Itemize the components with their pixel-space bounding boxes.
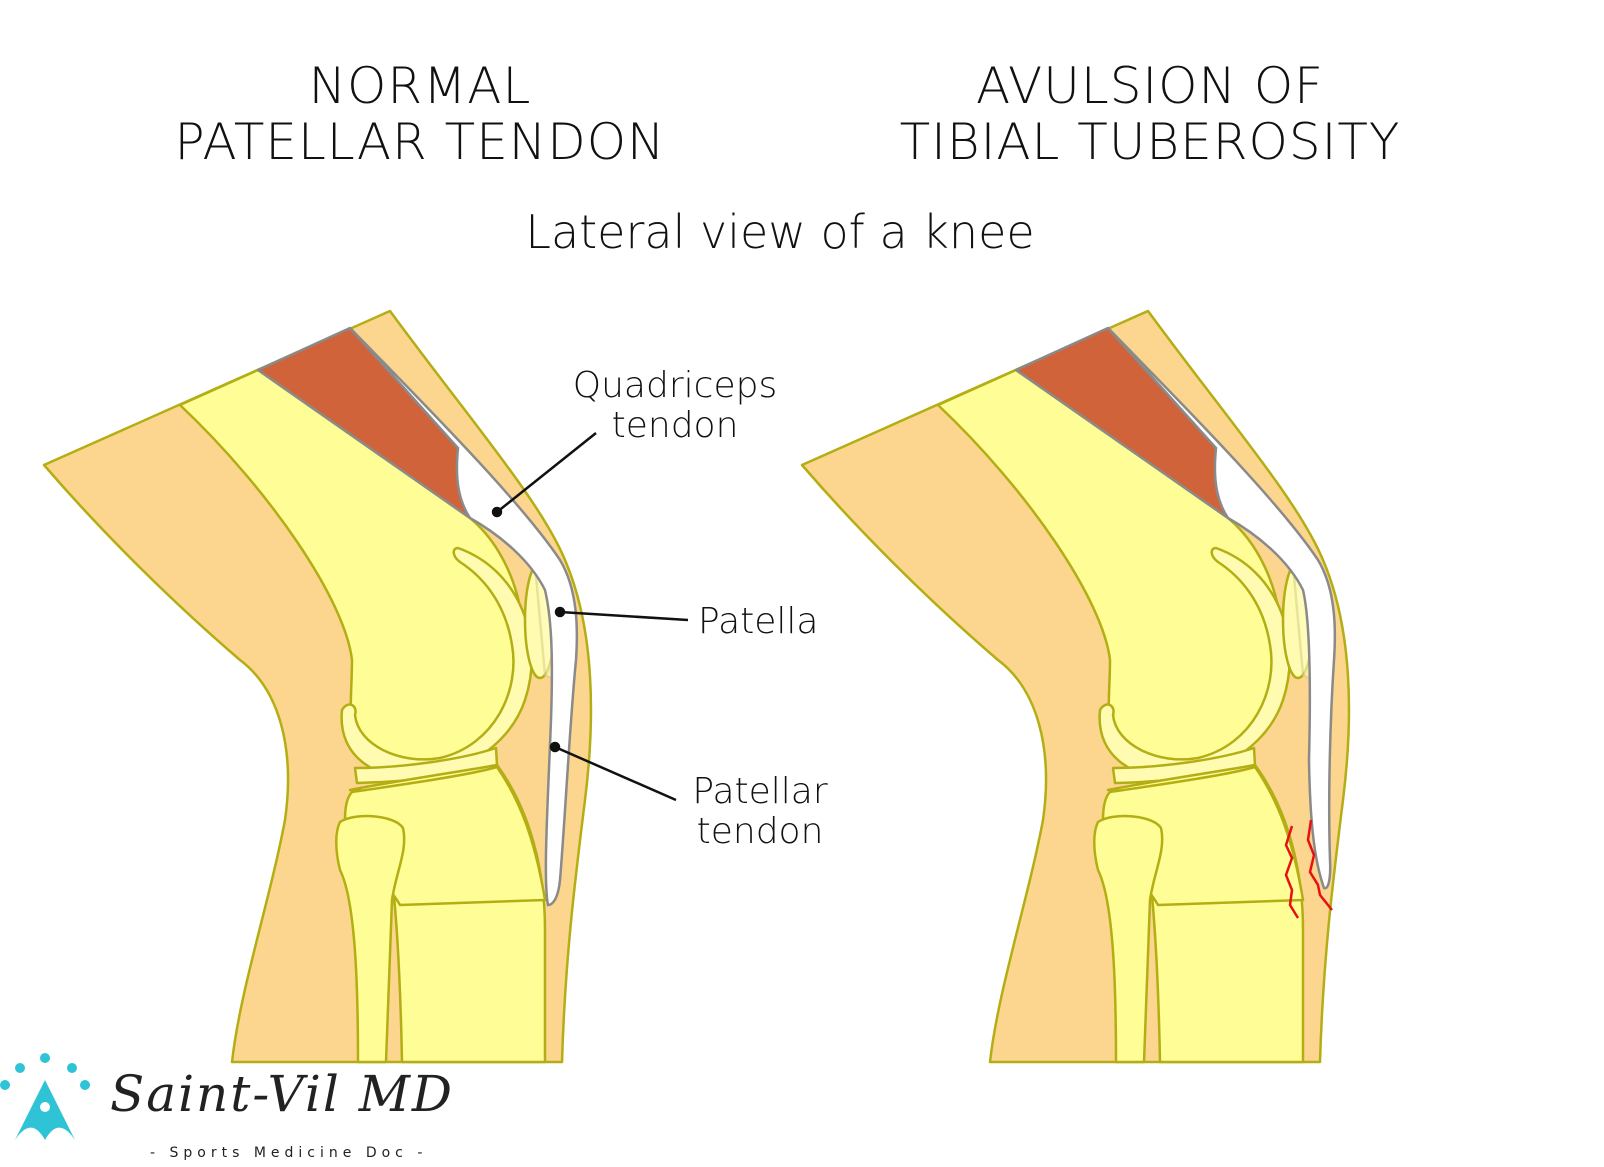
leader-lines [491,432,689,802]
title-avulsion: AVULSION OF TIBIAL TUBEROSITY [880,58,1420,170]
label-patellar-tendon: Patellar tendon [690,772,830,852]
subtitle: Lateral view of a knee [525,205,1035,259]
label-line: tendon [611,405,739,446]
label-line: Patellar [692,771,828,812]
title-line: AVULSION OF [976,57,1324,115]
label-quadriceps-tendon: Quadriceps tendon [570,366,780,446]
title-line: NORMAL [308,57,532,115]
label-patella: Patella [698,601,819,642]
normal-quadriceps-tendon [349,327,579,907]
title-line: PATELLAR TENDON [174,113,666,171]
title-line: TIBIAL TUBEROSITY [899,113,1401,171]
logo-tagline: - Sports Medicine Doc - [150,1145,428,1161]
logo-name: Saint-Vil MD [110,1065,454,1123]
title-normal: NORMAL PATELLAR TENDON [150,58,690,170]
fracture-line [1284,825,1300,919]
label-line: Quadriceps [572,365,778,406]
avulsed-tendon [1107,327,1337,890]
avulsion-knee [800,309,1351,1064]
logo-icon [0,1053,90,1140]
label-line: tendon [696,811,824,852]
normal-knee [42,309,593,1064]
fracture-line [1306,819,1333,911]
